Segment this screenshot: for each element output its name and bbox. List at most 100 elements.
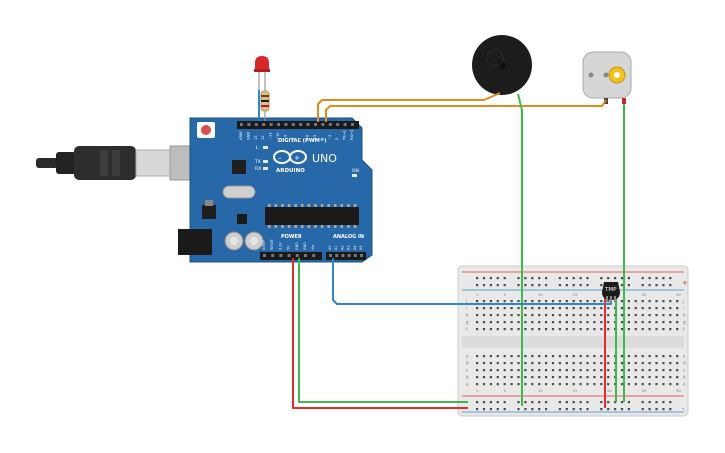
breadboard-hole (669, 376, 672, 379)
digital-pin (247, 123, 251, 126)
analog-pin-label: A3 (347, 246, 351, 250)
rail-hole (600, 408, 603, 411)
breadboard-hole (524, 355, 527, 358)
rail-minus-bottom: - (682, 405, 685, 413)
breadboard-hole (489, 307, 492, 310)
rail-hole (476, 284, 479, 287)
chip-leg (327, 225, 330, 228)
row-letter: h (466, 313, 469, 318)
breadboard-hole (593, 328, 596, 331)
rail-hole (558, 284, 561, 287)
row-letter: g (466, 320, 469, 325)
breadboard-hole (648, 369, 651, 372)
power-pin (271, 254, 275, 257)
rail-hole (641, 401, 644, 404)
breadboard-hole (676, 300, 679, 303)
chip-leg (334, 225, 337, 228)
breadboard-hole (579, 362, 582, 365)
breadboard-hole (503, 355, 506, 358)
chip-leg (268, 225, 271, 228)
rail-hole (627, 401, 630, 404)
breadboard-hole (648, 300, 651, 303)
breadboard-hole (538, 300, 541, 303)
breadboard-hole (496, 300, 499, 303)
dc-motor (582, 51, 632, 104)
row-letter: b (683, 375, 686, 380)
chip-leg (281, 225, 284, 228)
breadboard-hole (634, 362, 637, 365)
breadboard-hole (641, 376, 644, 379)
breadboard-hole (579, 300, 582, 303)
breadboard-hole (662, 314, 665, 317)
chip-leg (268, 204, 271, 207)
breadboard-hole (503, 383, 506, 386)
rail-hole (579, 401, 582, 404)
rail-hole (648, 401, 651, 404)
analog-pin (353, 254, 357, 257)
chip-leg (340, 204, 344, 207)
breadboard-hole (531, 383, 534, 386)
breadboard-hole (572, 369, 575, 372)
breadboard-hole (545, 307, 548, 310)
rail-hole (545, 284, 548, 287)
breadboard-hole (620, 300, 624, 303)
rail-hole (482, 277, 486, 280)
breadboard-hole (586, 300, 589, 303)
breadboard-hole (510, 376, 513, 379)
breadboard-hole (579, 307, 582, 310)
breadboard-hole (586, 369, 589, 372)
rail-hole (627, 408, 630, 411)
on-led-label: ON (352, 168, 359, 174)
column-number: 20 (607, 389, 612, 393)
rail-hole (531, 408, 534, 411)
breadboard-hole (489, 300, 492, 303)
rail-hole (538, 401, 541, 404)
wire-orange-motor (325, 99, 607, 122)
digital-pin (306, 123, 310, 126)
digital-header (237, 121, 359, 129)
digital-pin-label: RX←0 (350, 129, 354, 140)
breadboard-hole (607, 300, 610, 303)
digital-pin (254, 123, 258, 126)
breadboard-hole (524, 362, 527, 365)
analog-pin (329, 254, 332, 257)
breadboard-hole (510, 314, 513, 317)
breadboard-hole (496, 376, 499, 379)
breadboard-hole (655, 376, 658, 379)
breadboard-hole (655, 307, 658, 310)
temperature-sensor: TMP (602, 282, 620, 302)
breadboard-hole (558, 369, 561, 372)
breadboard-hole (545, 314, 548, 317)
breadboard-hole (545, 376, 548, 379)
chip-leg (287, 225, 291, 228)
breadboard-hole (579, 383, 582, 386)
breadboard-hole (648, 383, 651, 386)
breadboard-hole (503, 362, 506, 365)
breadboard-hole (600, 300, 603, 303)
breadboard-hole (565, 369, 568, 372)
breadboard-hole (586, 383, 589, 386)
l-led-label: L (256, 145, 259, 151)
digital-pin (284, 123, 288, 126)
digital-pin (328, 123, 332, 126)
breadboard-hole (496, 314, 499, 317)
breadboard-hole (662, 376, 665, 379)
breadboard-hole (551, 369, 555, 372)
breadboard-hole (496, 328, 499, 331)
rail-hole (496, 284, 499, 287)
chip-leg (281, 204, 284, 207)
breadboard-hole (620, 362, 624, 365)
breadboard-hole (600, 376, 603, 379)
breadboard-hole (620, 328, 624, 331)
breadboard-hole (572, 376, 575, 379)
rail-hole (538, 277, 541, 280)
breadboard-hole (482, 383, 486, 386)
breadboard-hole (538, 369, 541, 372)
breadboard-hole (496, 369, 499, 372)
digital-pin (240, 123, 243, 126)
analog-label: ANALOG IN (333, 234, 364, 240)
breadboard-hole (558, 376, 561, 379)
breadboard-hole (489, 328, 492, 331)
breadboard-hole (476, 300, 479, 303)
